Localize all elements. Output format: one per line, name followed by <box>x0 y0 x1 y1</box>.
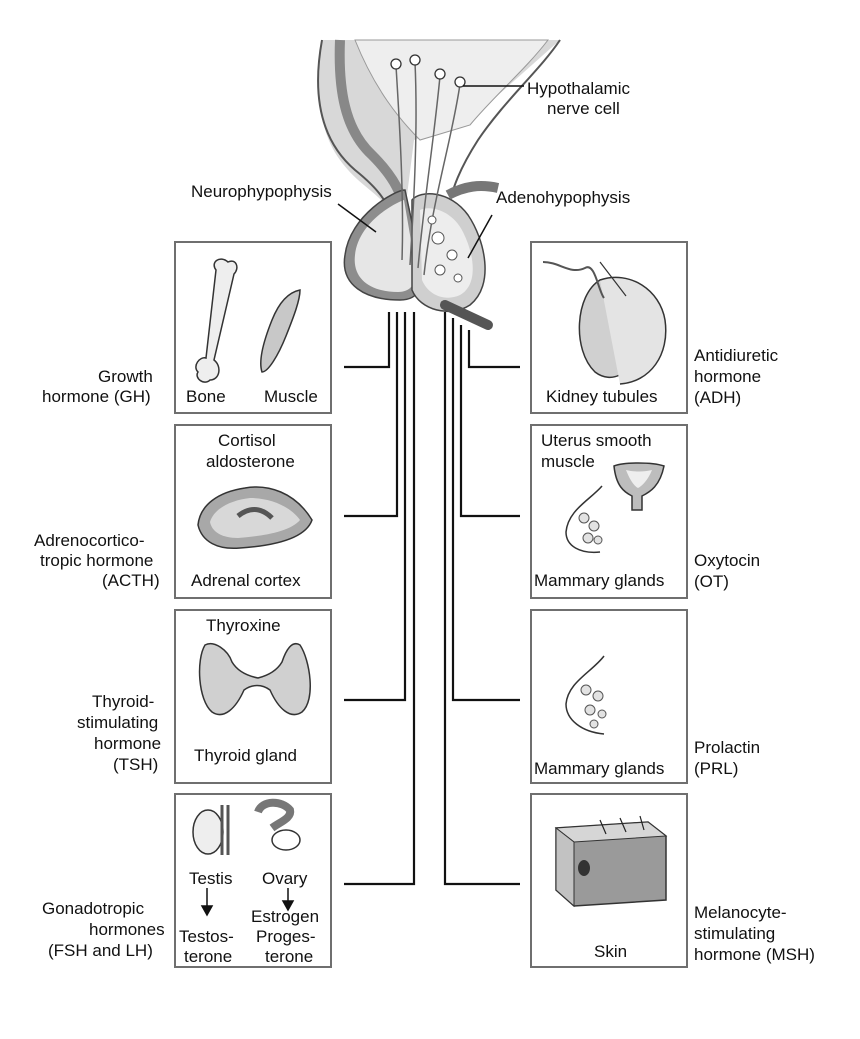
connector-ot <box>459 325 520 518</box>
tsh-label-line4: (TSH) <box>113 755 159 774</box>
box-growth-targets <box>174 241 332 414</box>
connector-tsh <box>344 312 407 702</box>
acth-label-line3: (ACTH) <box>102 571 160 590</box>
bone-illustration <box>195 258 238 383</box>
uterus-label-line2: muscle <box>541 452 595 471</box>
hypothalamic-nerve-cell-label-line2: nerve cell <box>547 99 620 118</box>
gh-label-line1: Growth <box>98 367 153 386</box>
mammary-prl-illustration <box>565 655 607 735</box>
testosterone-label-line1: Testos- <box>179 927 234 946</box>
pituitary-gland-illustration <box>317 39 561 330</box>
msh-label-line3: hormone (MSH) <box>694 945 815 964</box>
adenohypophysis-label: Adenohypophysis <box>496 188 631 207</box>
adrenal-cortex-illustration <box>197 486 313 550</box>
gh-label-line2: hormone (GH) <box>42 387 151 406</box>
ot-label-line2: (OT) <box>694 572 729 591</box>
ovary-label: Ovary <box>262 869 308 888</box>
gonadotropic-label-line1: Gonadotropic <box>42 899 145 918</box>
kidney-tubules-label: Kidney tubules <box>546 387 658 406</box>
connector-acth <box>344 312 399 518</box>
testis-illustration <box>192 805 230 855</box>
testis-label: Testis <box>189 869 233 888</box>
acth-label-line2: tropic hormone <box>40 551 154 570</box>
muscle-label: Muscle <box>264 387 318 406</box>
mammary-glands-prl-label: Mammary glands <box>534 759 665 778</box>
progesterone-label-line1: Proges- <box>256 927 316 946</box>
msh-label-line1: Melanocyte- <box>694 903 787 922</box>
bone-label: Bone <box>186 387 226 406</box>
tsh-label-line3: hormone <box>94 734 162 753</box>
prl-label-line1: Prolactin <box>694 738 761 757</box>
msh-label-line2: stimulating <box>694 924 776 943</box>
neurohypophysis-label: Neurophypophysis <box>191 182 332 201</box>
adh-label-line1: Antidiuretic <box>694 346 779 365</box>
testosterone-label-line2: terone <box>184 947 233 966</box>
ot-label-line1: Oxytocin <box>694 551 761 570</box>
connector-prl <box>451 318 520 702</box>
box-mammary-glands <box>530 609 688 784</box>
adh-label-line3: (ADH) <box>694 388 742 407</box>
uterus-illustration <box>613 462 665 511</box>
hypothalamic-nerve-cell-label-line1: Hypothalamic <box>527 79 630 98</box>
gonadotropic-label-line2: hormones <box>89 920 165 939</box>
mammary-ot-illustration <box>565 485 603 554</box>
gonad-arrows <box>200 888 295 917</box>
box-uterus-mammary <box>530 424 688 599</box>
ovary-illustration <box>254 798 301 851</box>
mammary-glands-ot-label: Mammary glands <box>534 571 665 590</box>
progesterone-label-line2: terone <box>265 947 314 966</box>
uterus-label-line1: Uterus smooth <box>541 431 652 450</box>
thyroxine-label: Thyroxine <box>206 616 281 635</box>
thyroid-illustration <box>198 643 311 716</box>
prl-label-line2: (PRL) <box>694 759 739 778</box>
kidney-illustration <box>542 261 667 385</box>
muscle-illustration <box>260 289 301 373</box>
estrogen-label: Estrogen <box>251 907 320 926</box>
tsh-label-line2: stimulating <box>77 713 159 732</box>
tsh-label-line1: Thyroid- <box>92 692 155 711</box>
acth-label-line1: Adrenocortico- <box>34 531 145 550</box>
connector-gonadotropic <box>344 312 416 886</box>
thyroid-gland-label: Thyroid gland <box>194 746 298 765</box>
connector-gh <box>344 312 391 369</box>
cortisol-label: Cortisol <box>218 431 276 450</box>
aldosterone-label: aldosterone <box>206 452 295 471</box>
gonadotropic-label-line3: (FSH and LH) <box>48 941 153 960</box>
connector-msh <box>443 312 520 886</box>
skin-label: Skin <box>594 942 628 961</box>
connector-adh <box>467 330 520 369</box>
adh-label-line2: hormone <box>694 367 762 386</box>
adrenal-cortex-label: Adrenal cortex <box>191 571 301 590</box>
skin-illustration <box>554 815 668 908</box>
